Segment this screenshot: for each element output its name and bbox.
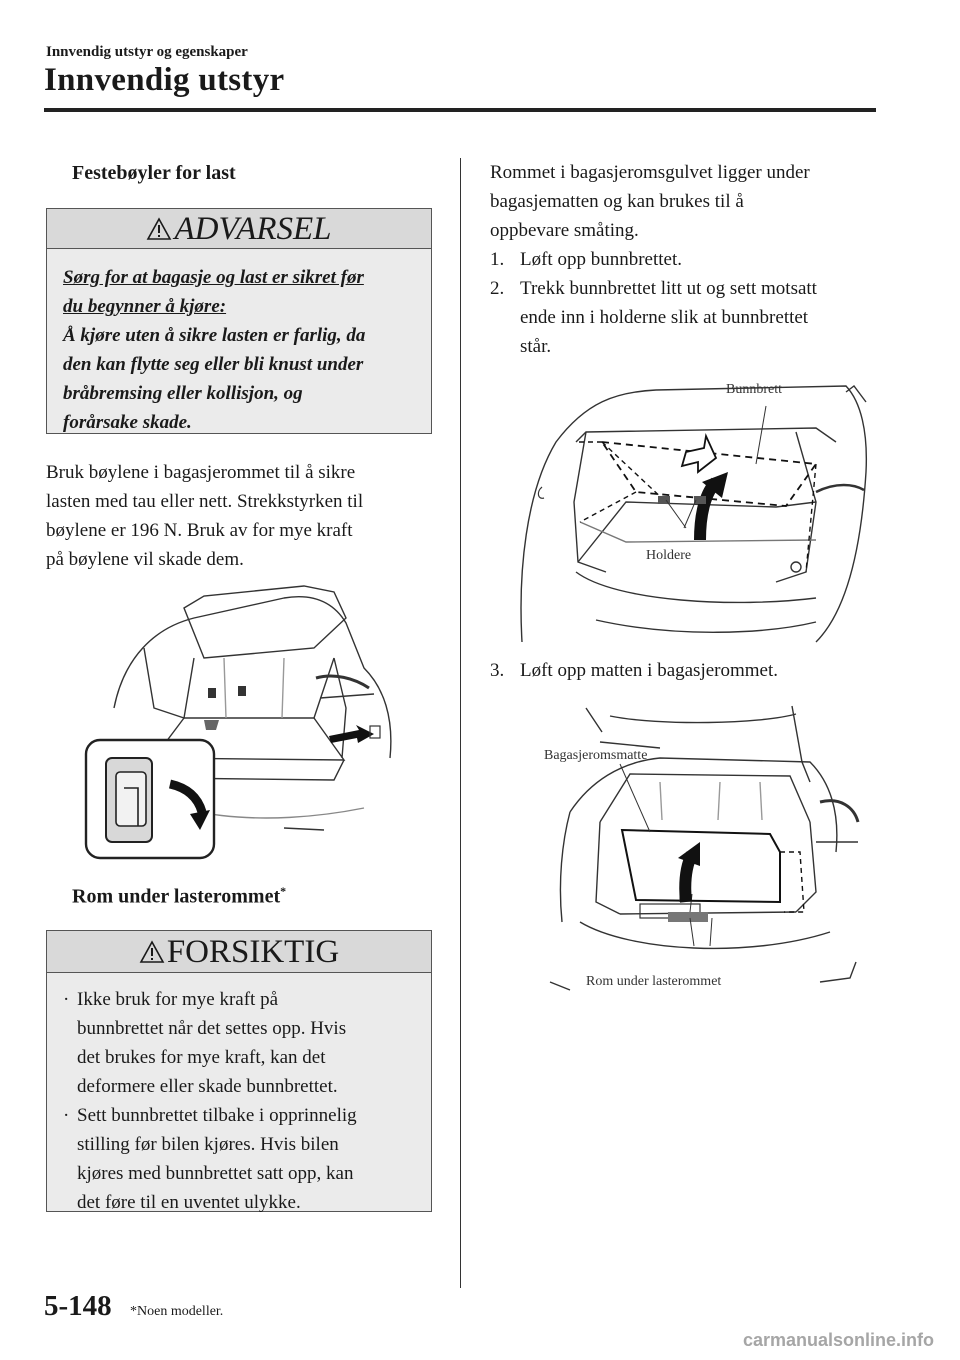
page-number: 5-148 <box>44 1290 112 1322</box>
paragraph-line: lasten med tau eller nett. Strekkstyrken… <box>46 491 364 512</box>
section-title-text: Rom under lasterommet <box>72 885 281 908</box>
paragraph-line: Bruk bøylene i bagasjerommet til å sikre <box>46 462 356 483</box>
label-underfloor-storage: Rom under lasterommet <box>586 974 722 989</box>
breadcrumb: Innvendig utstyr og egenskaper <box>46 44 248 60</box>
watermark: carmanualsonline.info <box>742 1330 934 1350</box>
bullet-line: Sett bunnbrettet tilbake i opprinnelig <box>77 1105 357 1126</box>
luggage-mat-illustration: Bagasjeromsmatte Rom under lasterommet <box>540 702 862 1002</box>
warning-header: ADVARSEL <box>47 209 431 249</box>
bullet-line: det brukes for mye kraft, kan det <box>77 1047 326 1068</box>
paragraph-line: Rommet i bagasjeromsgulvet ligger under <box>490 162 810 183</box>
warning-title: ADVARSEL <box>174 211 332 247</box>
step-line: Løft opp matten i bagasjerommet. <box>520 660 779 681</box>
warning-triangle-icon <box>146 211 172 251</box>
warning-lead-line: Sørg for at bagasje og last er sikret fø… <box>63 267 364 288</box>
bullet-line: stilling før bilen kjøres. Hvis bilen <box>77 1134 339 1155</box>
column-divider <box>460 158 461 1288</box>
section-title-underfloor-storage: Rom under lasterommet* <box>72 884 286 909</box>
bullet-line: bunnbrettet når det settes opp. Hvis <box>77 1018 347 1039</box>
warning-lead-line: du begynner å kjøre: <box>63 296 227 317</box>
cargo-hook-illustration <box>84 578 396 860</box>
bullet-mark: · <box>63 1105 70 1126</box>
page-title: Innvendig utstyr <box>44 62 285 98</box>
bullet-line: deformere eller skade bunnbrettet. <box>77 1076 338 1097</box>
warning-body-line: den kan flytte seg eller bli knust under <box>63 354 364 375</box>
warning-box: ADVARSEL Sørg for at bagasje og last er … <box>46 208 432 434</box>
step-item: 3. Løft opp matten i bagasjerommet. <box>490 656 778 685</box>
storage-intro-paragraph: Rommet i bagasjeromsgulvet ligger under … <box>490 158 810 245</box>
label-luggage-mat: Bagasjeromsmatte <box>544 748 648 763</box>
warning-body-line: Å kjøre uten å sikre lasten er farlig, d… <box>63 325 366 346</box>
warning-body-line: forårsake skade. <box>63 412 192 433</box>
bottom-board-illustration: Bunnbrett Holdere <box>516 372 872 654</box>
warning-triangle-icon <box>139 933 165 975</box>
step-line: ende inn i holderne slik at bunnbrettet <box>520 307 809 328</box>
bullet-line: kjøres med bunnbrettet satt opp, kan <box>77 1163 354 1184</box>
caution-bullet: · Sett bunnbrettet tilbake i opprinnelig… <box>63 1101 417 1217</box>
paragraph-line: oppbevare småting. <box>490 220 639 241</box>
paragraph-line: bøylene er 196 N. Bruk av for mye kraft <box>46 520 353 541</box>
section-title-cargo-hooks: Festebøyler for last <box>72 162 236 184</box>
step-number: 2. <box>490 278 505 299</box>
step-number: 1. <box>490 249 505 270</box>
caution-title: FORSIKTIG <box>166 934 340 970</box>
step-item: 2. Trekk bunnbrettet litt ut og sett mot… <box>490 274 817 361</box>
caution-box: FORSIKTIG · Ikke bruk for mye kraft på b… <box>46 930 432 1213</box>
title-rule <box>44 108 876 112</box>
label-holders: Holdere <box>646 548 692 563</box>
steps-list: 1. Løft opp bunnbrettet. 2. Trekk bunnbr… <box>490 245 817 361</box>
bullet-mark: · <box>63 989 70 1010</box>
cargo-hooks-paragraph: Bruk bøylene i bagasjerommet til å sikre… <box>46 458 363 574</box>
paragraph-line: på bøylene vil skade dem. <box>46 549 244 570</box>
step-line: Løft opp bunnbrettet. <box>520 249 682 270</box>
step-line: står. <box>520 336 552 357</box>
caution-header: FORSIKTIG <box>47 931 431 973</box>
footnote-mark: * <box>280 884 287 898</box>
bullet-line: Ikke bruk for mye kraft på <box>77 989 279 1010</box>
paragraph-line: bagasjematten og kan brukes til å <box>490 191 744 212</box>
step-item: 1. Løft opp bunnbrettet. <box>490 245 817 274</box>
footnote: *Noen modeller. <box>130 1304 224 1319</box>
warning-body-line: bråbremsing eller kollisjon, og <box>63 383 303 404</box>
bullet-line: det føre til en uventet ulykke. <box>77 1192 301 1213</box>
step-number: 3. <box>490 660 505 681</box>
caution-bullet: · Ikke bruk for mye kraft på bunnbrettet… <box>63 985 417 1101</box>
label-bottom-board: Bunnbrett <box>726 382 782 397</box>
step-3: 3. Løft opp matten i bagasjerommet. <box>490 656 778 685</box>
step-line: Trekk bunnbrettet litt ut og sett motsat… <box>520 278 817 299</box>
